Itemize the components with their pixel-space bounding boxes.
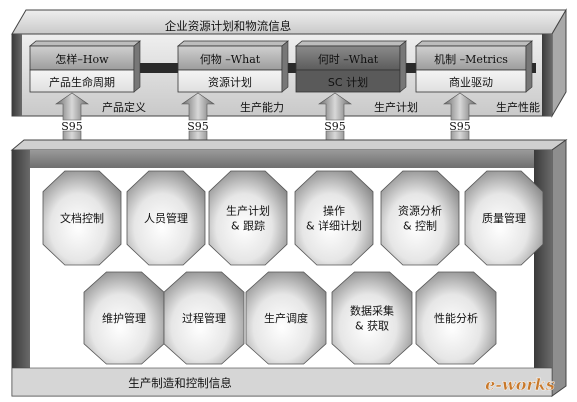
module-label: 操作: [323, 204, 345, 218]
flow-label: 产品定义: [102, 100, 146, 114]
module-shape: [83, 271, 165, 365]
column-box-label: 商业驱动: [449, 75, 493, 89]
module-r2-1: 维护管理: [83, 271, 165, 365]
column-box-label: 资源计划: [208, 75, 252, 89]
module-r1-6: 质量管理: [464, 170, 544, 266]
s95-arrows: S95 产品定义 S95 生产能力 S95 生产计划 S95 生产性能: [55, 92, 540, 152]
module-label: 生产调度: [264, 311, 308, 325]
module-label: & 获取: [355, 320, 389, 333]
bottom-band-title: 生产制造和控制信息: [128, 376, 232, 390]
s95-arrow-4: S95 生产性能: [443, 92, 540, 152]
column-box-label: 产品生命周期: [49, 75, 115, 89]
column-1: 怎样–How 产品生命周期: [28, 40, 142, 93]
column-headers: 怎样–How 产品生命周期 何物 –What 资源计划 何时 –What SC 计划 机制 …: [28, 40, 534, 93]
module-label: 资源分析: [398, 204, 442, 218]
module-r2-3: 生产调度: [245, 271, 327, 365]
module-shape: [245, 271, 327, 365]
module-shape: [331, 271, 413, 365]
s95-label: S95: [61, 120, 83, 133]
column-2: 何物 –What 资源计划: [176, 40, 290, 93]
module-shape: [415, 271, 497, 365]
module-r1-1: 文档控制: [42, 170, 122, 266]
modules-row-1: 文档控制人员管理生产计划& 跟踪操作& 详细计划资源分析& 控制质量管理: [42, 170, 544, 266]
module-r2-2: 过程管理: [163, 271, 245, 365]
module-label: 维护管理: [102, 311, 146, 325]
up-arrow: [318, 92, 352, 121]
column-box-label: SC 计划: [328, 76, 368, 89]
flow-label: 生产性能: [496, 100, 540, 114]
module-shape: [42, 170, 122, 266]
module-shape: [294, 170, 374, 266]
module-r1-3: 生产计划& 跟踪: [208, 170, 288, 266]
column-header-label: 何时 –What: [318, 53, 379, 66]
module-shape: [208, 170, 288, 266]
flow-label: 生产能力: [240, 100, 284, 114]
flow-label: 生产计划: [374, 100, 418, 114]
module-label: 过程管理: [182, 311, 226, 325]
up-arrow: [181, 92, 215, 121]
column-header-label: 怎样–How: [55, 52, 109, 66]
module-label: 数据采集: [350, 304, 394, 318]
top-band-title: 企业资源计划和物流信息: [165, 19, 292, 33]
module-r1-5: 资源分析& 控制: [380, 170, 460, 266]
s95-label: S95: [187, 120, 209, 133]
up-arrow: [55, 92, 89, 121]
module-label: 性能分析: [434, 311, 478, 325]
modules-row-2: 维护管理 过程管理 生产调度 数据采集 & 获取 性能分析: [83, 271, 497, 365]
column-header-bg: [295, 45, 401, 71]
module-label: 人员管理: [144, 211, 188, 225]
module-label: 文档控制: [60, 211, 104, 225]
module-shape: [163, 271, 245, 365]
module-r2-5: 性能分析: [415, 271, 497, 365]
module-label: 质量管理: [482, 211, 526, 225]
module-r2-4: 数据采集 & 获取: [331, 271, 413, 365]
module-shape: [464, 170, 544, 266]
column-4: 机制 –Metrics 商业驱动: [414, 40, 534, 93]
s95-label: S95: [449, 120, 471, 133]
s95-arrow-3: S95 生产计划: [318, 92, 418, 152]
module-shape: [380, 170, 460, 266]
eworks-logo: e-works: [485, 375, 555, 394]
module-label: & 详细计划: [306, 219, 362, 233]
module-r1-4: 操作& 详细计划: [294, 170, 374, 266]
column-header-label: 机制 –Metrics: [434, 52, 508, 66]
s95-label: S95: [324, 120, 346, 133]
module-shape: [126, 170, 206, 266]
column-header-label: 何物 –What: [200, 52, 261, 66]
module-label: & 跟踪: [231, 219, 265, 233]
module-label: & 控制: [403, 219, 437, 233]
eworks-watermark: e-works: [485, 375, 555, 394]
up-arrow: [443, 92, 477, 121]
module-label: 生产计划: [226, 204, 270, 218]
module-r1-2: 人员管理: [126, 170, 206, 266]
column-3: 何时 –What SC 计划: [294, 40, 408, 93]
